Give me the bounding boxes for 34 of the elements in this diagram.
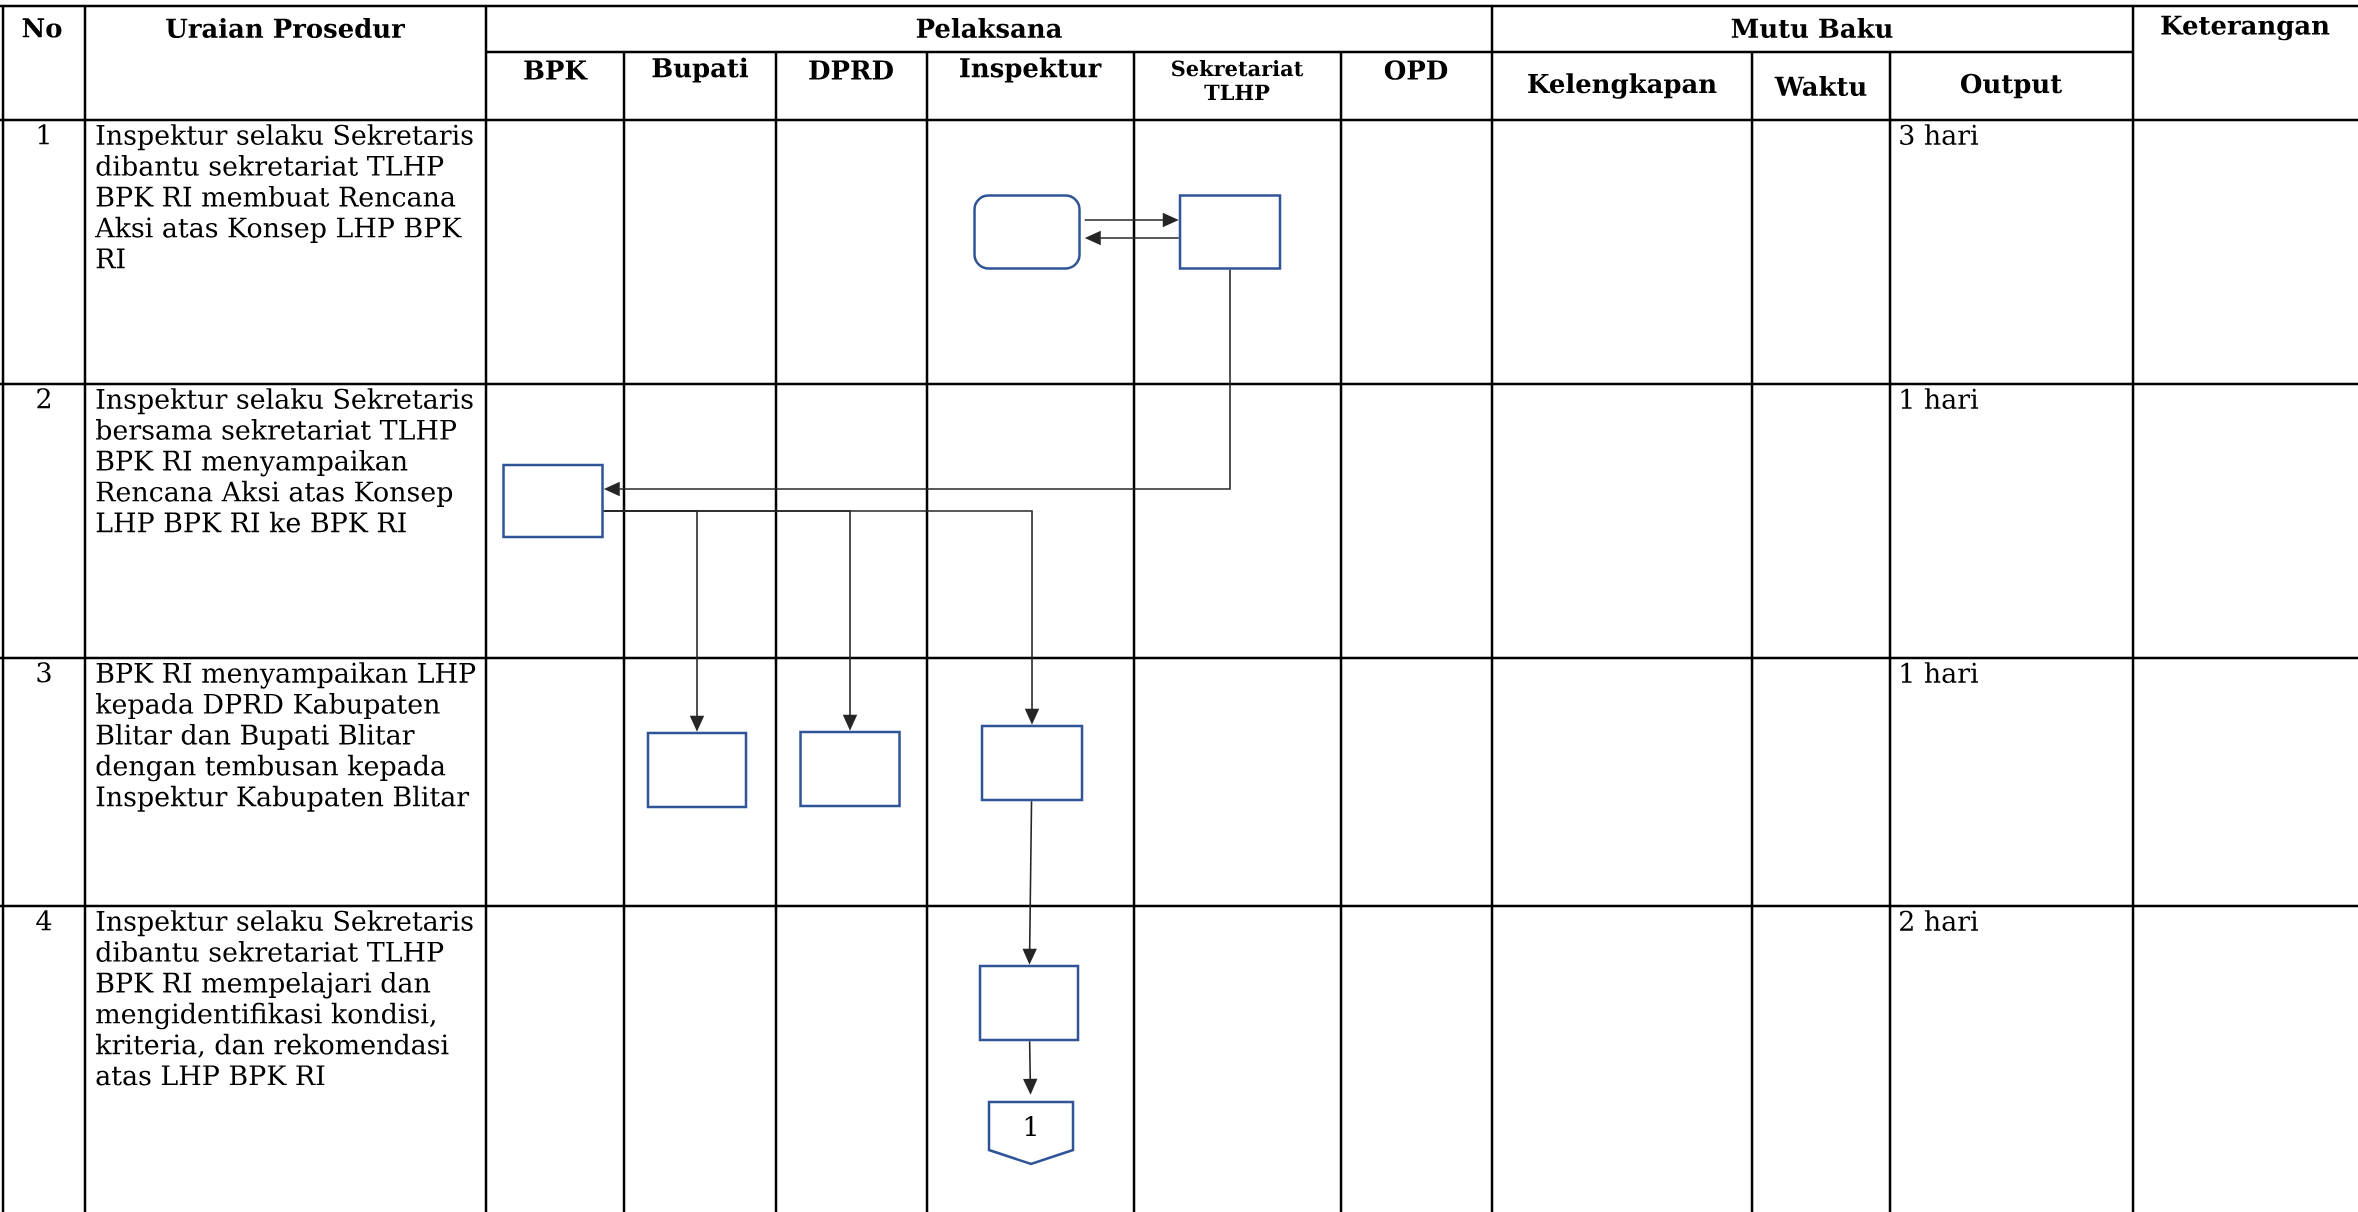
column-header: Inspektur [959,57,1102,83]
duration-text: 1 hari [1901,388,1979,409]
column-header: OPD [1384,60,1448,80]
column-header: Kelengkapan [1528,73,1717,99]
column-header: Sekretariat TLHP [1172,60,1304,100]
column-header: Pelaksana [916,17,1062,38]
column-header: Output [1961,73,2063,99]
duration-text: 3 hari [1900,124,1979,145]
row-number: 3 [37,662,51,683]
duration-text: 1 hari [1901,662,1979,683]
column-header: DPRD [809,60,893,80]
process-box [978,964,1080,1042]
process-box [646,731,748,809]
off-page-connector: 1 [987,1100,1075,1166]
process-box [980,724,1084,802]
column-header: Waktu [1774,75,1867,96]
column-header: Mutu Baku [1731,17,1893,38]
process-box [1178,194,1282,270]
procedure-text: Inspektur selaku Sekretaris bersama sekretariat TLHP BPK RI menyampaikan Rencana Aksi atas Konsep LHP BPK RI ke BPK RI [96,388,473,533]
row-number: 2 [37,388,50,409]
column-header: Keterangan [2161,15,2330,41]
column-header: Bupati [652,57,749,83]
procedure-text: Inspektur selaku Sekretaris dibantu sekretariat TLHP BPK RI mempelajari dan mengidentifikasi kondisi, kriteria, dan rekomendasi atas LHP BPK RI [96,910,473,1086]
duration-text: 2 hari [1900,910,1979,931]
column-header: No [22,18,62,38]
row-number: 1 [38,124,49,145]
column-header: BPK [524,60,588,80]
terminator-box [973,194,1081,270]
procedure-text: BPK RI menyampaikan LHP kepada DPRD Kabupaten Blitar dan Bupati Blitar dengan tembusan kepada Inspektur Kabupaten Blitar [96,662,476,812]
procedure-text: Inspektur selaku Sekretaris dibantu sekretariat TLHP BPK RI membuat Rencana Aksi atas Konsep LHP BPK RI [95,124,473,269]
row-number: 4 [36,910,52,931]
process-box [502,463,604,539]
column-header: Uraian Prosedur [166,17,406,38]
process-box [799,730,901,808]
